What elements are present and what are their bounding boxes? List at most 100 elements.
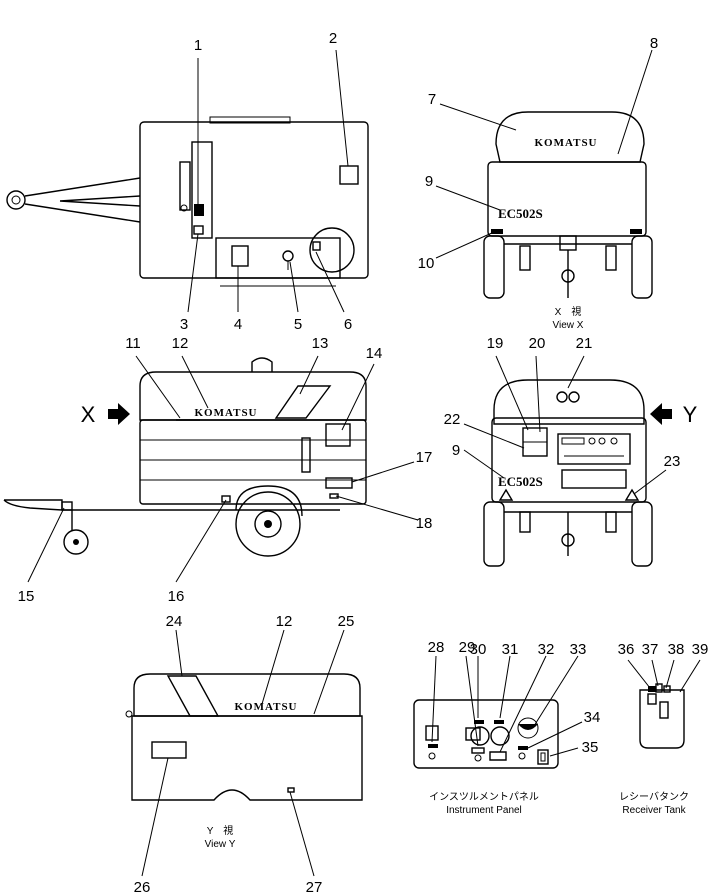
jockey-wheel <box>63 529 89 555</box>
view-y-caption: View Y <box>205 839 236 850</box>
callout-2: 2 <box>329 30 337 47</box>
decal-15-mark <box>61 501 73 511</box>
decal-28-mark <box>428 744 438 748</box>
view-x-caption: View X <box>553 320 584 331</box>
side-view: KOMATSU X 11 12 13 14 17 18 16 <box>3 335 433 605</box>
decal-18-mark <box>329 493 339 499</box>
top-view-handle <box>209 116 291 124</box>
callout-27: 27 <box>306 879 323 894</box>
side-main-wheel <box>235 491 301 557</box>
callout-5: 5 <box>294 316 302 333</box>
callout-1: 1 <box>194 37 202 54</box>
callout-20: 20 <box>529 335 546 352</box>
callout-4: 4 <box>234 316 242 333</box>
decal-23-left-mark <box>498 488 514 501</box>
receiver-tank-body <box>639 689 685 749</box>
callout-10: 10 <box>418 255 435 272</box>
view-x-logo: KOMATSU <box>534 137 597 149</box>
callout-12-y: 12 <box>276 613 293 630</box>
rear-view-hood <box>493 379 645 425</box>
decal-29-mark <box>471 747 485 754</box>
view-x-body <box>487 161 647 237</box>
lower-box <box>215 237 341 279</box>
decal-10-mark <box>491 229 503 234</box>
callout-19: 19 <box>487 335 504 352</box>
callout-32: 32 <box>538 641 555 658</box>
callout-9-rear: 9 <box>452 442 460 459</box>
callout-36: 36 <box>618 641 635 658</box>
side-view-body <box>139 419 367 505</box>
callout-25: 25 <box>338 613 355 630</box>
decal-37-mark <box>655 683 663 693</box>
side-panel <box>191 141 213 239</box>
decal-14-mark <box>325 423 351 447</box>
view-y: KOMATSU 24 12 25 Y 視 View Y 26 27 <box>125 613 363 894</box>
gauge-left <box>470 726 490 746</box>
view-x-wheel-right <box>631 235 653 299</box>
instrument-caption: Instrument Panel <box>446 805 522 816</box>
callout-16: 16 <box>168 588 185 605</box>
rear-wheel-left <box>483 501 505 567</box>
decal-31-mark <box>494 720 504 724</box>
instrument-caption-jp: インスツルメントパネル <box>429 791 539 803</box>
decal-32-mark <box>489 751 507 761</box>
decal-23-mark <box>624 488 640 501</box>
side-view-hood <box>139 371 367 421</box>
rear-view-model: EC502S <box>498 474 543 489</box>
decal-36-mark <box>648 686 656 692</box>
top-view: 1 2 3 4 5 6 <box>6 30 369 333</box>
callout-6: 6 <box>344 316 352 333</box>
side-gauges <box>301 437 311 473</box>
side-view-logo: KOMATSU <box>194 407 257 419</box>
callout-12-side: 12 <box>172 335 189 352</box>
callout-28: 28 <box>428 639 445 656</box>
callout-18: 18 <box>416 515 433 532</box>
arrow-y-icon <box>650 403 672 425</box>
callout-33: 33 <box>570 641 587 658</box>
callout-35: 35 <box>582 739 599 756</box>
decal-33-mark <box>518 724 538 730</box>
view-y-logo: KOMATSU <box>234 701 297 713</box>
view-y-caption-jp: Y 視 <box>207 824 234 837</box>
decal-38-mark <box>663 685 671 693</box>
decal-16-mark <box>221 495 231 503</box>
callout-14: 14 <box>366 345 383 362</box>
decal-2-mark <box>339 165 359 185</box>
callout-13: 13 <box>312 335 329 352</box>
rear-wheel-right <box>631 501 653 567</box>
decal-4-mark <box>231 245 249 267</box>
top-view-body <box>139 121 369 279</box>
callout-37: 37 <box>642 641 659 658</box>
arrow-x-icon <box>108 403 130 425</box>
decal-24-mark <box>166 675 220 717</box>
decal-6-mark <box>312 241 321 251</box>
decal-27-mark <box>287 787 295 793</box>
view-x-caption-jp: X 視 <box>555 305 582 318</box>
gauge-right <box>490 726 510 746</box>
view-y-hood <box>133 673 361 717</box>
callout-24: 24 <box>166 613 183 630</box>
instrument-panel: 28 29 30 31 32 33 34 35 インスツルメントパネル Inst… <box>413 639 600 816</box>
view-x: KOMATSU EC502S 7 8 9 10 X 視 View X <box>418 35 659 331</box>
view-x-model: EC502S <box>498 206 543 221</box>
round-cover <box>309 227 355 273</box>
decal-1-mark <box>194 204 204 216</box>
decal-34-mark <box>518 746 528 750</box>
callout-21: 21 <box>576 335 593 352</box>
view-x-wheel-left <box>483 235 505 299</box>
tow-eye <box>6 190 26 210</box>
callout-7: 7 <box>428 91 436 108</box>
receiver-tank: 36 37 38 39 レシーバタンク Receiver Tank <box>618 641 709 816</box>
callout-22: 22 <box>444 411 461 428</box>
towbar <box>24 177 141 223</box>
arrow-x-letter: X <box>81 402 96 427</box>
receiver-caption-jp: レシーバタンク <box>619 791 689 803</box>
callout-31: 31 <box>502 641 519 658</box>
decal-26-mark <box>151 741 187 759</box>
decal-5-mark <box>282 250 294 262</box>
callout-8: 8 <box>650 35 658 52</box>
decal-35-mark <box>537 749 549 765</box>
decal-13-mark <box>176 385 332 421</box>
